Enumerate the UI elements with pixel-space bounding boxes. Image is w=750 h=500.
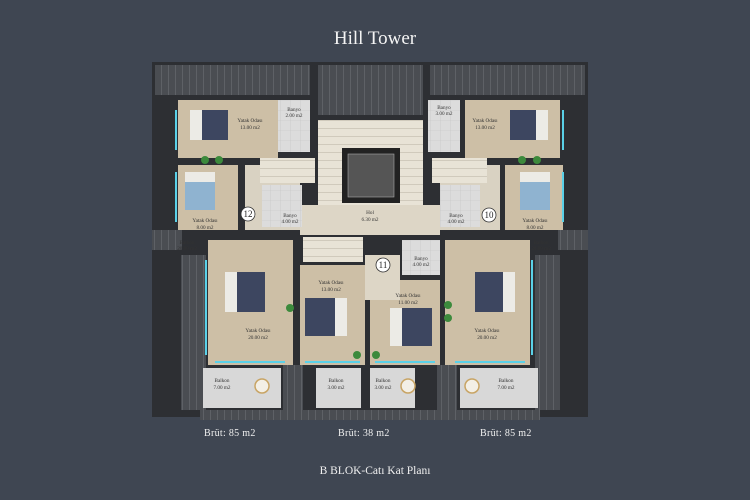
plant-icon	[533, 156, 541, 164]
room-name: Banyo	[414, 256, 428, 262]
room-area: 4.00 m2	[412, 262, 429, 268]
room-labels: Yatak Odası 13.00 m2 Banyo 2.00 m2 Yatak…	[177, 105, 551, 391]
bed-icon	[390, 308, 432, 346]
room-name: Yatak Odası	[395, 293, 421, 299]
room-name: Yatak Odası	[472, 118, 498, 124]
unit-number: 11	[379, 260, 388, 270]
room-area: 8.00 m2	[526, 225, 543, 231]
room-area: 8.00 m2	[196, 225, 213, 231]
plant-icon	[201, 156, 209, 164]
page-title: Hill Tower	[333, 28, 417, 49]
bed-icon	[185, 172, 215, 210]
unit-number: 10	[485, 210, 495, 220]
table-icon	[464, 378, 480, 394]
room-area: 20.00 m2	[477, 335, 497, 341]
plant-icon	[444, 301, 452, 309]
plant-icon	[518, 156, 526, 164]
bed-icon	[510, 110, 548, 140]
room-area: 4.00 m2	[447, 219, 464, 225]
windows	[175, 110, 564, 363]
bed-icon	[225, 272, 265, 312]
room-name: Hol	[366, 210, 374, 216]
plant-icon	[286, 304, 294, 312]
room-area: 3.00 m2	[374, 385, 391, 391]
gross-area-label: Brüt: 85 m2	[204, 428, 256, 439]
plant-icon	[444, 314, 452, 322]
room-name: Banyo	[283, 213, 297, 219]
room-name: Balkon	[329, 378, 344, 384]
room-area: 20.00 m2	[248, 335, 268, 341]
unit-number: 12	[244, 209, 253, 219]
room-name: Banyo	[437, 105, 451, 111]
plant-icon	[372, 351, 380, 359]
unit-markers: 12 11 10	[240, 206, 497, 273]
room-area: 13.00 m2	[475, 125, 495, 131]
room-area: 7.00 m2	[497, 385, 514, 391]
room-area: 3.00 m2	[327, 385, 344, 391]
room-name: Yatak Odası	[522, 218, 548, 224]
bed-icon	[305, 298, 347, 336]
plant-icon	[353, 351, 361, 359]
bed-icon	[475, 272, 515, 312]
plants	[201, 156, 541, 359]
room-area: 20.00 m2	[531, 246, 551, 252]
room-name: Balkon	[180, 240, 195, 246]
gross-area-label: Brüt: 38 m2	[338, 428, 390, 439]
room-area: 3.00 m2	[435, 111, 452, 117]
balcony-furniture	[254, 378, 480, 394]
room-name: Banyo	[449, 213, 463, 219]
bed-icon	[520, 172, 550, 210]
room-area: 11.00 m2	[398, 300, 418, 306]
room-area: 2.00 m2	[285, 113, 302, 119]
table-icon	[400, 378, 416, 394]
beds	[185, 110, 550, 346]
room-area: 4.00 m2	[281, 219, 298, 225]
room-name: Yatak Odası	[192, 218, 218, 224]
room-name: Balkon	[499, 378, 514, 384]
room-area: 6.30 m2	[361, 217, 378, 223]
room-area: 20.00 m2	[177, 246, 197, 252]
plan-caption: B BLOK-Catı Kat Planı	[319, 465, 431, 477]
table-icon	[254, 378, 270, 394]
bed-icon	[190, 110, 228, 140]
plant-icon	[215, 156, 223, 164]
bathrooms	[262, 100, 480, 275]
stair-core	[260, 120, 487, 262]
room-name: Yatak Odası	[474, 328, 500, 334]
room-name: Banyo	[287, 107, 301, 113]
gross-area-label: Brüt: 85 m2	[480, 428, 532, 439]
room-name: Yatak Odası	[237, 118, 263, 124]
room-area: 7.00 m2	[213, 385, 230, 391]
room-name: Yatak Odası	[245, 328, 271, 334]
room-area: 13.00 m2	[240, 125, 260, 131]
room-name: Yatak Odası	[318, 280, 344, 286]
room-name: Balkon	[215, 378, 230, 384]
room-area: 13.00 m2	[321, 287, 341, 293]
room-name: Balkon	[534, 240, 549, 246]
room-name: Balkon	[376, 378, 391, 384]
floors	[178, 100, 563, 365]
balconies	[203, 368, 538, 408]
